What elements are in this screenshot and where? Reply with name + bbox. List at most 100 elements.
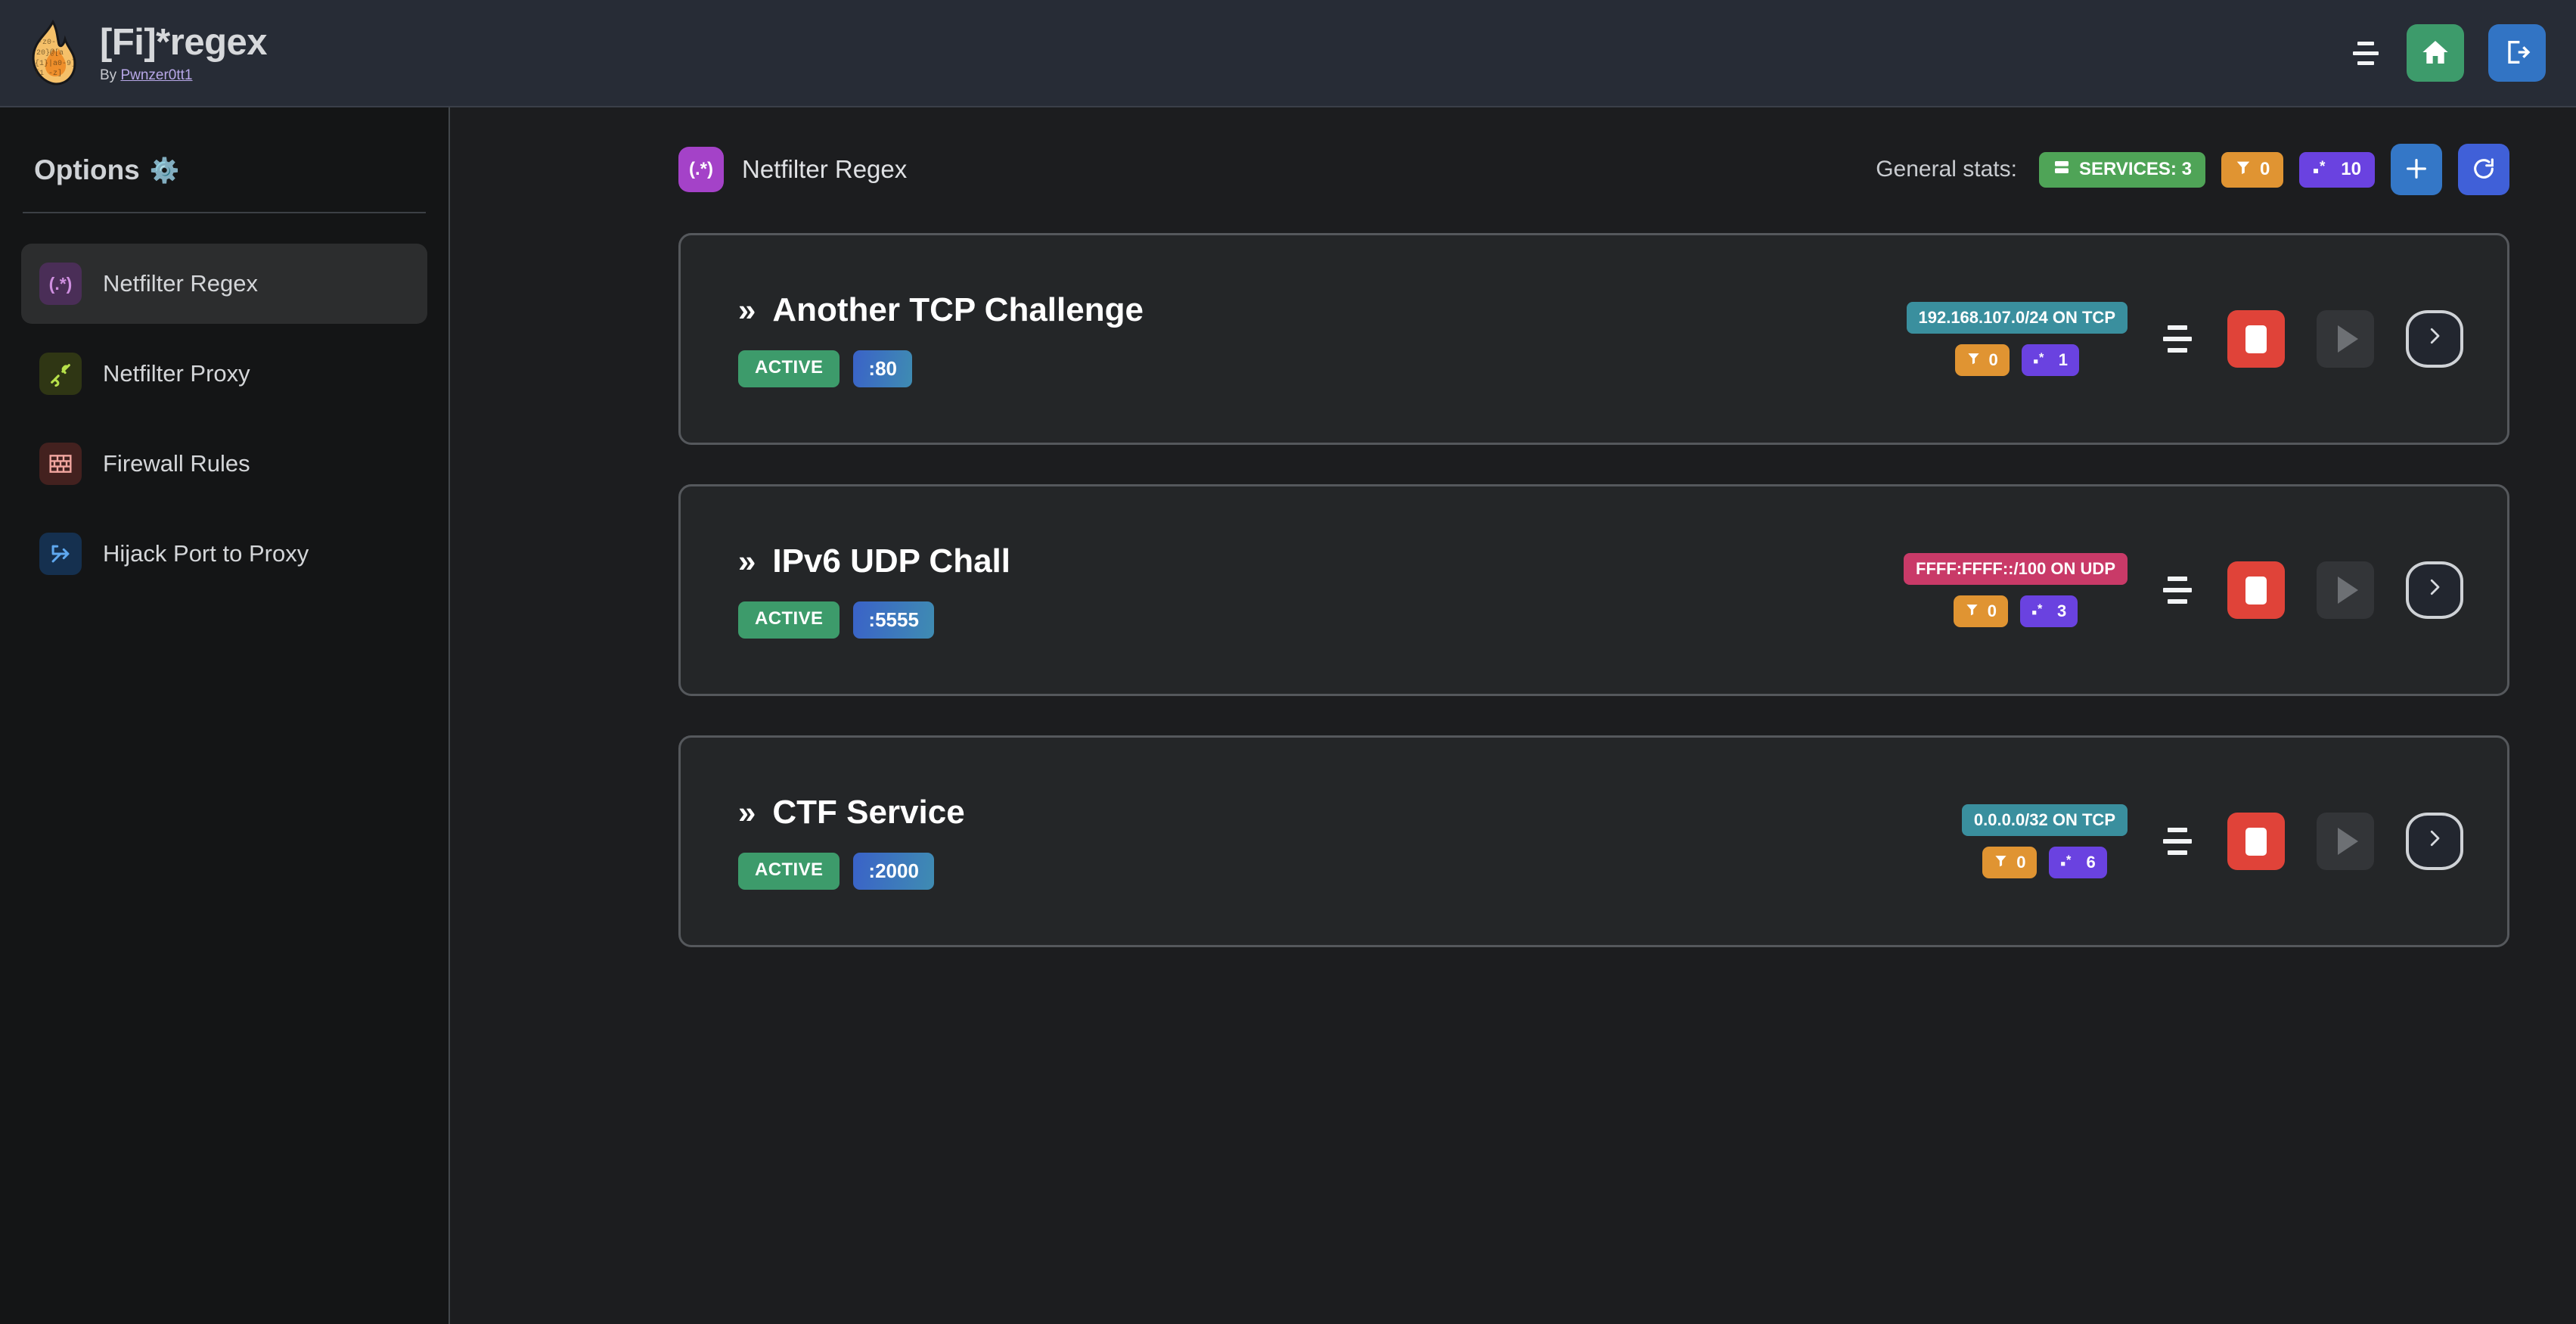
regex-count-label: 3: [2057, 601, 2067, 620]
service-card[interactable]: » CTF Service ACTIVE :2000 0.0.0.0/32 ON…: [678, 735, 2509, 947]
sidebar-item-label: Netfilter Regex: [103, 270, 259, 297]
card-menu-icon[interactable]: [2159, 577, 2196, 604]
page-title: (.*) Netfilter Regex: [678, 147, 907, 192]
details-button[interactable]: [2406, 813, 2463, 870]
service-card-badges: ACTIVE :2000: [738, 852, 965, 890]
svg-text:*: *: [2038, 602, 2043, 616]
service-network-info: 192.168.107.0/24 ON TCP 0: [1906, 302, 2128, 376]
status-badge: ACTIVE: [738, 350, 840, 387]
service-card-title: » IPv6 UDP Chall: [738, 542, 1010, 580]
port-badge: :5555: [853, 601, 934, 639]
refresh-button[interactable]: [2458, 144, 2509, 195]
service-counters: 0 * 1: [1954, 344, 2079, 376]
service-card[interactable]: » Another TCP Challenge ACTIVE :80 192.1…: [678, 233, 2509, 445]
regex-icon: (.*): [678, 147, 724, 192]
plus-icon: [2404, 156, 2429, 184]
services-count-label: SERVICES: 3: [2078, 159, 2192, 179]
service-card-title: » Another TCP Challenge: [738, 291, 1144, 329]
filter-count-label: 0: [1988, 350, 1998, 369]
service-card-badges: ACTIVE :5555: [738, 601, 1010, 639]
general-stats: General stats: SERVICES: 3 0: [1876, 144, 2509, 195]
top-header-bar: -z0- 20}@[a {1}|a0-9] {1 -z] [Fi]*regex …: [0, 0, 2576, 107]
add-service-button[interactable]: [2391, 144, 2442, 195]
play-button[interactable]: [2317, 310, 2374, 368]
chevron-right-icon: [2423, 323, 2446, 351]
service-network-info: 0.0.0.0/32 ON TCP 0: [1961, 804, 2128, 878]
status-badge-filters: 0: [2221, 151, 2284, 188]
fork-icon: [39, 533, 82, 575]
home-button[interactable]: [2407, 24, 2464, 82]
service-card[interactable]: » IPv6 UDP Chall ACTIVE :5555 FFFF:FFFF:…: [678, 484, 2509, 696]
sidebar-item-label: Netfilter Proxy: [103, 360, 250, 387]
regex-icon: (.*): [39, 263, 82, 305]
regex-dot-star-icon: *: [2031, 601, 2049, 621]
byline-prefix: By: [100, 67, 121, 84]
sidebar-item-netfilter-regex[interactable]: (.*) Netfilter Regex: [21, 244, 427, 324]
page-title-label: Netfilter Regex: [742, 155, 908, 183]
author-link[interactable]: Pwnzer0tt1: [120, 67, 193, 84]
status-badge-filters: 0: [1954, 344, 2010, 376]
sidebar-title: Options ⚙️: [21, 107, 427, 186]
card-menu-icon[interactable]: [2159, 325, 2196, 353]
regex-count-label: 6: [2086, 853, 2096, 872]
service-list: » Another TCP Challenge ACTIVE :80 192.1…: [452, 195, 2576, 947]
details-button[interactable]: [2406, 310, 2463, 368]
regex-count-label: 1: [2058, 350, 2068, 369]
sidebar-item-firewall-rules[interactable]: Firewall Rules: [21, 424, 427, 504]
chevron-right-icon: [2423, 825, 2446, 853]
play-icon: [2337, 577, 2358, 604]
play-button[interactable]: [2317, 561, 2374, 619]
filter-icon: [1994, 853, 2008, 872]
details-button[interactable]: [2406, 561, 2463, 619]
service-card-badges: ACTIVE :80: [738, 350, 1144, 387]
regex-dot-star-icon: *: [2060, 853, 2078, 872]
service-card-controls: 0.0.0.0/32 ON TCP 0: [1961, 804, 2463, 878]
status-badge-regexes: * 6: [2049, 847, 2107, 878]
svg-text:*: *: [2320, 159, 2326, 175]
sidebar-item-netfilter-proxy[interactable]: Netfilter Proxy: [21, 334, 427, 414]
port-badge: :2000: [853, 852, 934, 890]
status-badge-filters: 0: [1982, 847, 2038, 878]
network-badge: FFFF:FFFF::/100 ON UDP: [1904, 553, 2128, 585]
service-counters: 0 * 6: [1982, 847, 2107, 878]
service-card-controls: FFFF:FFFF::/100 ON UDP 0: [1904, 553, 2463, 627]
stop-icon: [2245, 827, 2267, 856]
logout-button[interactable]: [2488, 24, 2546, 82]
stop-button[interactable]: [2227, 561, 2285, 619]
regex-dot-star-icon: *: [2313, 159, 2332, 181]
double-chevron-icon: »: [738, 794, 756, 830]
gear-icon: ⚙️: [149, 157, 180, 184]
filter-icon: [1966, 350, 1981, 370]
service-card-info: » Another TCP Challenge ACTIVE :80: [738, 291, 1144, 387]
service-card-info: » CTF Service ACTIVE :2000: [738, 794, 965, 890]
svg-text:-z0-: -z0-: [38, 39, 56, 47]
double-chevron-icon: »: [738, 291, 756, 328]
stop-button[interactable]: [2227, 310, 2285, 368]
refresh-icon: [2471, 156, 2497, 184]
play-icon: [2337, 828, 2358, 855]
header-actions: [2349, 24, 2576, 82]
logout-icon: [2502, 37, 2532, 70]
svg-text:*: *: [2039, 351, 2044, 365]
sidebar-divider: [23, 212, 426, 213]
sidebar: Options ⚙️ (.*) Netfilter Regex Netfilte…: [0, 107, 450, 1324]
svg-text:*: *: [2066, 853, 2072, 867]
double-chevron-icon: »: [738, 542, 756, 579]
status-badge-filters: 0: [1953, 595, 2008, 627]
status-badge-regexes: * 10: [2299, 151, 2375, 188]
status-badge-regexes: * 3: [2020, 595, 2078, 627]
sidebar-item-label: Firewall Rules: [103, 450, 250, 477]
stop-button[interactable]: [2227, 813, 2285, 870]
stop-icon: [2245, 325, 2267, 353]
service-name: Another TCP Challenge: [772, 291, 1144, 328]
service-card-controls: 192.168.107.0/24 ON TCP 0: [1906, 302, 2463, 376]
sidebar-nav: (.*) Netfilter Regex Netfilter Proxy: [21, 213, 427, 594]
play-button[interactable]: [2317, 813, 2374, 870]
card-menu-icon[interactable]: [2159, 828, 2196, 855]
main-content: (.*) Netfilter Regex General stats: SERV…: [452, 107, 2576, 1324]
menu-icon[interactable]: [2349, 40, 2382, 66]
filter-count-label: 0: [1987, 601, 1997, 620]
sidebar-item-hijack-port-to-proxy[interactable]: Hijack Port to Proxy: [21, 514, 427, 594]
svg-text:20}@[a: 20}@[a: [36, 48, 64, 57]
svg-text:{1}|a0-9]: {1}|a0-9]: [35, 59, 76, 68]
